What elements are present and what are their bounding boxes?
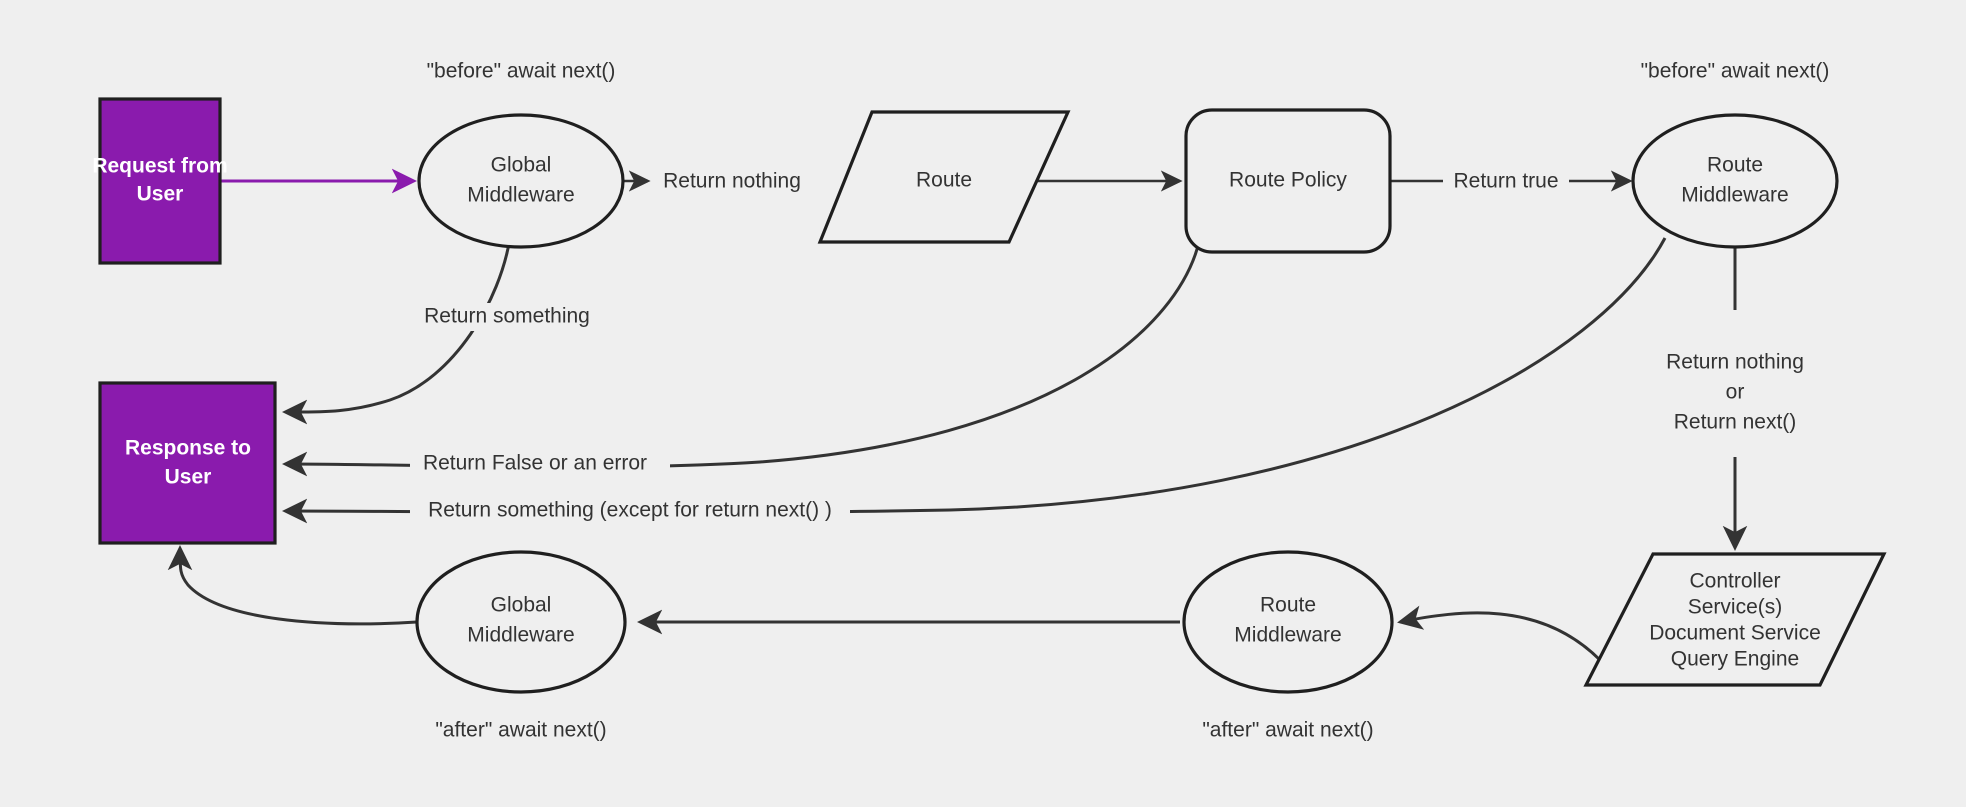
response-to-user-label-line2: User	[165, 466, 212, 489]
route-middleware-after-label-line1: Route	[1260, 594, 1316, 617]
edge-global-middleware-after-to-response	[167, 545, 418, 626]
edge-label-return-something: Return something	[410, 303, 600, 331]
edge-label-return-true: Return true	[1443, 168, 1569, 194]
svg-text:Return nothing: Return nothing	[1666, 351, 1804, 374]
svg-text:Return next(): Return next()	[1674, 411, 1797, 434]
controller-label-line4: Query Engine	[1671, 648, 1799, 671]
edge-controller-to-route-middleware-after	[1397, 605, 1602, 662]
response-to-user-label-line1: Response to	[125, 437, 251, 460]
request-from-user-label-line2: User	[137, 183, 184, 206]
svg-text:Return something: Return something	[424, 305, 590, 328]
node-response-to-user[interactable]: Response to User	[98, 381, 277, 545]
node-route[interactable]: Route	[817, 110, 1071, 244]
route-middleware-before-label-line1: Route	[1707, 154, 1763, 177]
node-global-middleware-after[interactable]: Global Middleware	[415, 550, 627, 694]
global-middleware-after-label-line2: Middleware	[467, 624, 574, 647]
node-request-from-user[interactable]: Request from User	[92, 97, 228, 265]
annotation-after-await-next-route: "after" await next()	[1202, 719, 1373, 742]
route-policy-label: Route Policy	[1229, 169, 1347, 192]
edge-label-return-nothing-or-next: Return nothing or Return next()	[1640, 345, 1834, 457]
route-middleware-before-label-line2: Middleware	[1681, 184, 1788, 207]
svg-text:"after" await next(): "after" await next()	[1202, 719, 1373, 742]
svg-text:or: or	[1726, 381, 1745, 404]
controller-label-line3: Document Service	[1649, 622, 1821, 645]
svg-text:Return False or an error: Return False or an error	[423, 452, 647, 475]
node-global-middleware-before[interactable]: Global Middleware	[417, 113, 625, 249]
controller-label-line1: Controller	[1689, 570, 1780, 593]
global-middleware-before-label-line1: Global	[491, 154, 552, 177]
request-from-user-label-line1: Request from	[92, 155, 227, 178]
node-route-middleware-after[interactable]: Route Middleware	[1182, 550, 1394, 694]
node-route-policy[interactable]: Route Policy	[1184, 108, 1392, 254]
edge-route-policy-to-response	[282, 237, 1202, 477]
edge-label-return-something-except-next: Return something (except for return next…	[410, 497, 850, 525]
node-controller-services[interactable]: Controller Service(s) Document Service Q…	[1583, 552, 1887, 687]
svg-text:Return nothing: Return nothing	[663, 170, 801, 193]
svg-text:"before" await next(): "before" await next()	[1641, 60, 1830, 83]
annotation-before-await-next-global: "before" await next()	[427, 60, 616, 83]
svg-text:"before" await next(): "before" await next()	[427, 60, 616, 83]
global-middleware-after-label-line1: Global	[491, 594, 552, 617]
edge-label-return-nothing: Return nothing	[652, 168, 812, 194]
edge-label-return-false-or-error: Return False or an error	[410, 450, 670, 478]
route-label: Route	[916, 169, 972, 192]
svg-text:Return something (except for r: Return something (except for return next…	[428, 499, 832, 522]
controller-label-line2: Service(s)	[1688, 596, 1783, 619]
svg-text:"after" await next(): "after" await next()	[435, 719, 606, 742]
route-middleware-after-label-line2: Middleware	[1234, 624, 1341, 647]
annotation-before-await-next-route: "before" await next()	[1641, 60, 1830, 83]
svg-text:Return true: Return true	[1453, 170, 1558, 193]
global-middleware-before-label-line2: Middleware	[467, 184, 574, 207]
edge-global-middleware-to-response	[282, 237, 512, 425]
annotation-after-await-next-global: "after" await next()	[435, 719, 606, 742]
node-route-middleware-before[interactable]: Route Middleware	[1631, 113, 1839, 249]
